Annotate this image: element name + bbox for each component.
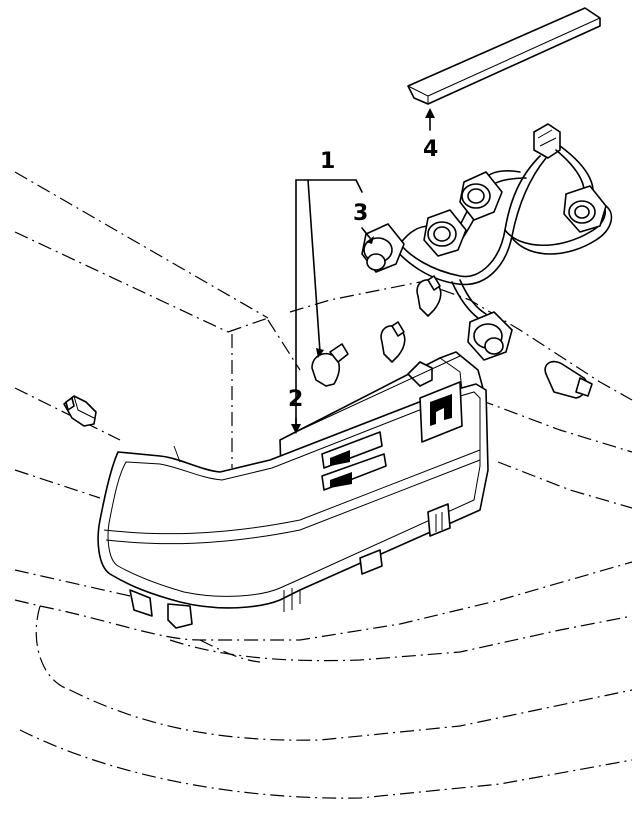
side-marker-bulb [63, 395, 97, 427]
bulb-c [311, 343, 349, 387]
leader-lines [291, 108, 435, 434]
bulb-b [380, 321, 406, 363]
tail-lamp-assembly [97, 351, 489, 629]
bulb-socket-middle [423, 209, 467, 257]
vehicle-body-outline [14, 171, 633, 799]
callout-1: 1 [320, 149, 335, 174]
bulb-socket-right [563, 185, 607, 233]
bulb-a [416, 275, 442, 317]
trim-panel-part [407, 7, 601, 105]
callout-4: 4 [423, 137, 438, 162]
wiring-harness-part [361, 123, 613, 361]
bulb-socket-lower [467, 311, 513, 361]
callout-2: 2 [288, 387, 303, 412]
bulb-socket-left [361, 223, 405, 273]
callouts: 1 2 3 4 [288, 137, 438, 412]
bulb-d [544, 360, 593, 399]
bulb-socket-top [459, 171, 503, 221]
callout-3: 3 [353, 201, 368, 226]
